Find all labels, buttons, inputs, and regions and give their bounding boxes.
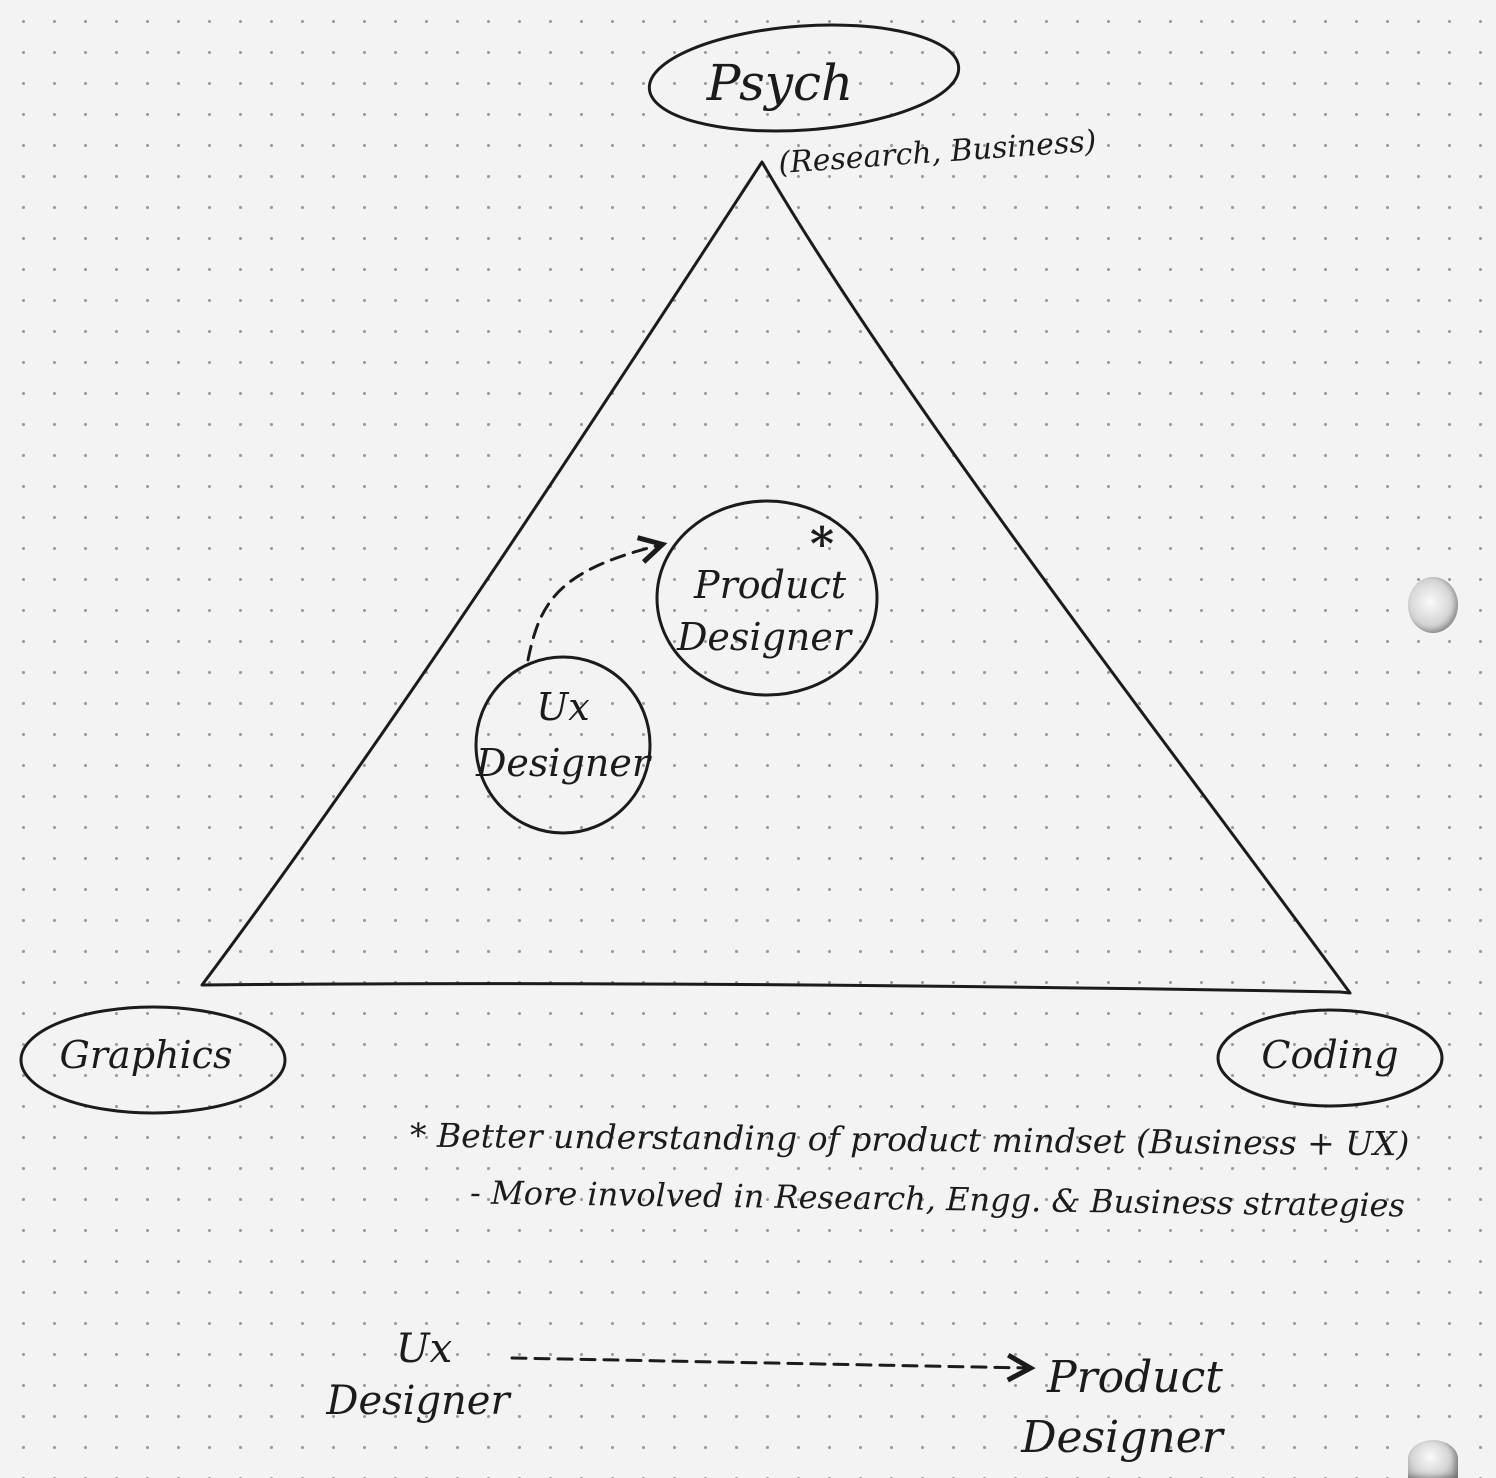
ux-designer-circle xyxy=(474,655,652,835)
product-designer-line2: Designer xyxy=(676,615,854,659)
ux-to-product-arrow xyxy=(526,545,660,662)
product-designer-asterisk: * xyxy=(810,517,834,571)
transition-to-line1: Product xyxy=(1046,1352,1223,1403)
product-designer-circle xyxy=(655,499,879,697)
graphics-ellipse xyxy=(19,1005,287,1115)
graphics-label: Graphics xyxy=(60,1033,233,1077)
transition-to-line2: Designer xyxy=(1020,1412,1226,1463)
coding-label: Coding xyxy=(1261,1033,1398,1077)
skills-triangle xyxy=(200,160,1352,995)
psych-sublabel: (Research, Business) xyxy=(777,124,1097,181)
product-designer-line1: Product xyxy=(693,563,847,607)
ux-designer-line2: Designer xyxy=(475,741,653,785)
transition-arrow xyxy=(510,1358,1028,1368)
psych-label: Psych xyxy=(706,54,853,112)
transition-from-line2: Designer xyxy=(325,1378,512,1424)
coding-ellipse xyxy=(1216,1008,1444,1108)
binder-hole-top xyxy=(1408,577,1458,633)
psych-ellipse xyxy=(647,23,961,133)
binder-hole-bottom xyxy=(1408,1440,1458,1478)
transition-from-line1: Ux xyxy=(396,1326,452,1372)
ux-designer-line1: Ux xyxy=(536,685,589,729)
